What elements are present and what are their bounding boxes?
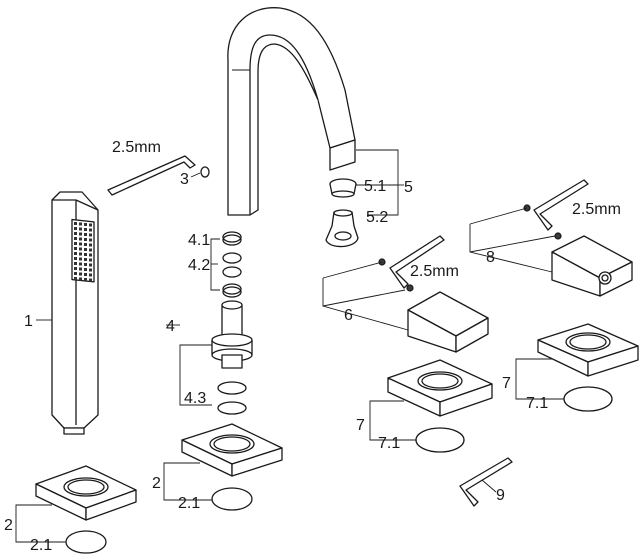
nozzle-dot: [79, 262, 82, 266]
nozzle-dot: [84, 223, 87, 226]
nozzle-dot: [74, 227, 77, 230]
nozzle-dot: [89, 248, 92, 252]
label-7-1-right: 7.1: [526, 395, 548, 412]
nozzle-dot: [84, 233, 87, 236]
escutcheon-plate-7-right: [537, 323, 639, 377]
nozzle-dot: [89, 263, 92, 267]
nozzle-dot: [89, 223, 92, 227]
hex-key-2-5mm-b: [389, 235, 445, 289]
nozzle-dot: [79, 252, 82, 256]
escutcheon-plate-2-left: [35, 465, 137, 521]
nozzle-dot: [74, 242, 77, 245]
label-3: 3: [180, 171, 189, 188]
nozzle-dot: [84, 268, 87, 271]
label-6: 6: [344, 307, 353, 324]
seal-7-1-right: [563, 386, 613, 412]
label-9: 9: [496, 487, 505, 504]
nozzle-dot: [84, 263, 87, 266]
nozzle-dot: [79, 277, 82, 281]
spout-flow-insert-5-2: [325, 209, 359, 248]
nozzle-dot: [84, 258, 87, 261]
nozzle-dot: [89, 273, 92, 277]
label-5-2: 5.2: [366, 209, 388, 226]
label-key-b: 2.5mm: [410, 263, 459, 280]
label-4-1: 4.1: [188, 232, 210, 249]
nozzle-dot: [74, 252, 77, 255]
nozzle-dot: [79, 227, 82, 231]
hex-key-2-5mm-a: [107, 155, 196, 196]
handle-grub-screw-6: [378, 258, 414, 292]
label-5: 5: [404, 179, 413, 196]
diverter-o-rings-4-3: [217, 381, 247, 415]
label-8: 8: [486, 249, 495, 266]
nozzle-dot: [79, 242, 82, 246]
nozzle-dot: [79, 237, 82, 241]
label-2-1-left: 2.1: [30, 537, 52, 554]
spout-aerator-5-1: [329, 178, 357, 198]
nozzle-dot: [89, 268, 92, 272]
label-2-center: 2: [152, 475, 161, 492]
seal-7-1-middle: [415, 427, 465, 453]
handle-block-6: [407, 291, 489, 353]
label-4-2: 4.2: [188, 257, 210, 274]
nozzle-dot: [74, 272, 77, 275]
nozzle-dot: [89, 278, 92, 282]
nozzle-dot: [79, 267, 82, 271]
label-2-left: 2: [4, 517, 13, 534]
nozzle-dot: [74, 262, 77, 265]
nozzle-dot: [74, 277, 77, 280]
label-7-1-middle: 7.1: [378, 435, 400, 452]
nozzle-dot: [84, 248, 87, 251]
nozzle-dot: [74, 257, 77, 260]
nozzle-dot: [89, 233, 92, 237]
hand-shower-nozzle-grid: [74, 222, 92, 282]
nozzle-dot: [84, 278, 87, 281]
nozzle-dot: [84, 243, 87, 246]
label-5-1: 5.1: [364, 178, 386, 195]
label-4-3: 4.3: [184, 390, 206, 407]
label-7-middle: 7: [356, 417, 365, 434]
nozzle-dot: [89, 238, 92, 242]
nozzle-dot: [79, 247, 82, 251]
nozzle-dot: [79, 232, 82, 236]
label-2-1-center: 2.1: [178, 495, 200, 512]
diverter-rings-4-1-4-2: [222, 231, 242, 298]
nozzle-dot: [89, 258, 92, 262]
seal-2-1-center: [211, 487, 253, 511]
nozzle-dot: [89, 243, 92, 247]
label-7-right: 7: [502, 375, 511, 392]
label-4: 4: [166, 318, 175, 335]
spout: [227, 7, 356, 216]
hex-key-9: [459, 457, 513, 507]
nozzle-dot: [74, 237, 77, 240]
hex-key-2-5mm-c: [533, 179, 589, 231]
nozzle-dot: [79, 222, 82, 226]
label-key-a: 2.5mm: [112, 139, 161, 156]
escutcheon-plate-7-middle: [387, 359, 493, 417]
nozzle-dot: [74, 247, 77, 250]
escutcheon-plate-2-center: [181, 423, 283, 477]
nozzle-dot: [74, 232, 77, 235]
nozzle-dot: [74, 267, 77, 270]
nozzle-dot: [84, 273, 87, 276]
label-key-c: 2.5mm: [572, 201, 621, 218]
nozzle-dot: [79, 257, 82, 261]
grub-screw: [200, 166, 210, 178]
diverter-cartridge: [211, 300, 253, 369]
label-1: 1: [24, 313, 33, 330]
nozzle-dot: [84, 228, 87, 231]
nozzle-dot: [84, 253, 87, 256]
nozzle-dot: [74, 222, 77, 225]
nozzle-dot: [89, 228, 92, 232]
nozzle-dot: [79, 272, 82, 276]
handle-block-8: [551, 235, 633, 297]
nozzle-dot: [89, 253, 92, 257]
nozzle-dot: [84, 238, 87, 241]
seal-2-1-left: [65, 530, 107, 554]
